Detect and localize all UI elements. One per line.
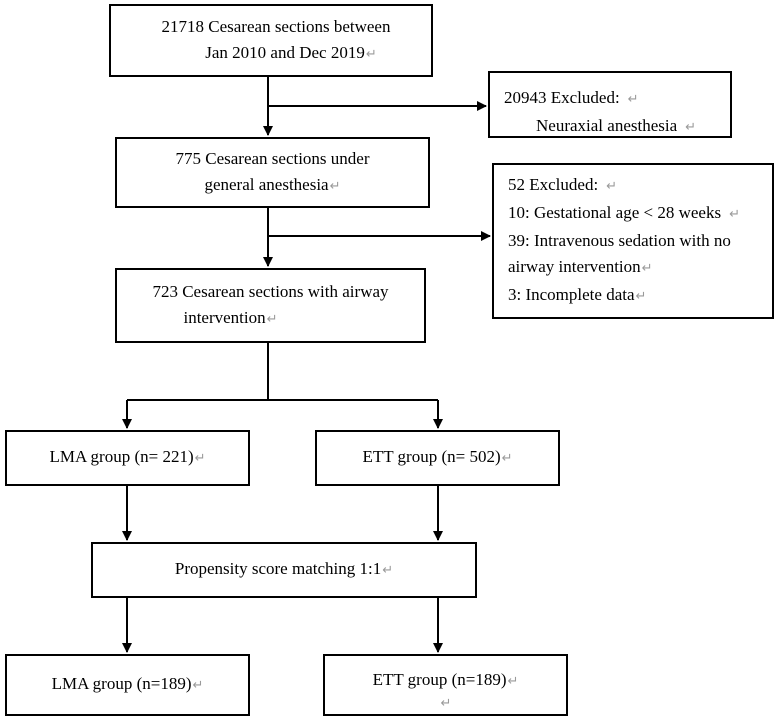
- box-text-line: 52 Excluded:↵: [508, 175, 618, 194]
- return-mark-icon: ↵: [382, 563, 394, 578]
- box-text-line: 20943 Excluded:↵: [504, 88, 639, 107]
- box-excluded-details: 52 Excluded:↵ 10: Gestational age < 28 w…: [492, 163, 774, 319]
- return-mark-icon: ↵: [635, 289, 647, 304]
- return-mark-icon: ↵: [685, 120, 697, 135]
- return-mark-icon: ↵: [501, 451, 513, 466]
- box-text-line: Neuraxial anesthesia↵: [536, 116, 697, 135]
- box-general-anesthesia: 775 Cesarean sections under general anes…: [115, 137, 430, 208]
- box-text-line: ↵: [440, 695, 452, 711]
- box-text-line: 723 Cesarean sections with airway: [152, 281, 389, 301]
- box-lma-matched: LMA group (n=189)↵: [5, 654, 250, 716]
- return-mark-icon: ↵: [365, 46, 377, 62]
- return-mark-icon: ↵: [729, 207, 740, 222]
- box-text-line: Propensity score matching 1:1↵: [174, 559, 394, 578]
- return-mark-icon: ↵: [507, 674, 519, 689]
- box-text-line: airway intervention↵: [508, 257, 653, 276]
- return-mark-icon: ↵: [627, 92, 639, 107]
- box-text-line: 21718 Cesarean sections between: [161, 16, 391, 36]
- return-mark-icon: ↵: [192, 678, 204, 693]
- box-text-line: Jan 2010 and Dec 2019↵: [205, 42, 377, 62]
- box-text-line: 775 Cesarean sections under: [175, 148, 370, 168]
- return-mark-icon: ↵: [329, 178, 341, 194]
- box-propensity-matching: Propensity score matching 1:1↵: [91, 542, 477, 598]
- box-text-line: ETT group (n= 502)↵: [362, 447, 513, 466]
- box-airway-intervention: 723 Cesarean sections with airway interv…: [115, 268, 426, 343]
- box-text-line: 10: Gestational age < 28 weeks↵: [508, 203, 740, 222]
- box-text-line: 39: Intravenous sedation with no: [508, 231, 731, 250]
- box-ett-group: ETT group (n= 502)↵: [315, 430, 560, 486]
- box-text-line: intervention↵: [183, 307, 278, 327]
- box-text-line: LMA group (n=189)↵: [51, 674, 204, 693]
- box-excluded-neuraxial: 20943 Excluded:↵ Neuraxial anesthesia↵: [488, 71, 732, 138]
- return-mark-icon: ↵: [194, 451, 206, 466]
- box-text-line: ETT group (n=189)↵: [372, 670, 519, 689]
- box-text-line: 3: Incomplete data↵: [508, 285, 647, 304]
- box-ett-matched: ETT group (n=189)↵ ↵: [323, 654, 568, 716]
- return-mark-icon: ↵: [641, 261, 653, 276]
- return-mark-icon: ↵: [440, 696, 452, 711]
- return-mark-icon: ↵: [606, 179, 618, 194]
- box-text-line: LMA group (n= 221)↵: [49, 447, 206, 466]
- box-text-line: general anesthesia↵: [204, 174, 341, 194]
- return-mark-icon: ↵: [266, 311, 278, 327]
- box-lma-group: LMA group (n= 221)↵: [5, 430, 250, 486]
- box-total-cesareans: 21718 Cesarean sections between Jan 2010…: [109, 4, 433, 77]
